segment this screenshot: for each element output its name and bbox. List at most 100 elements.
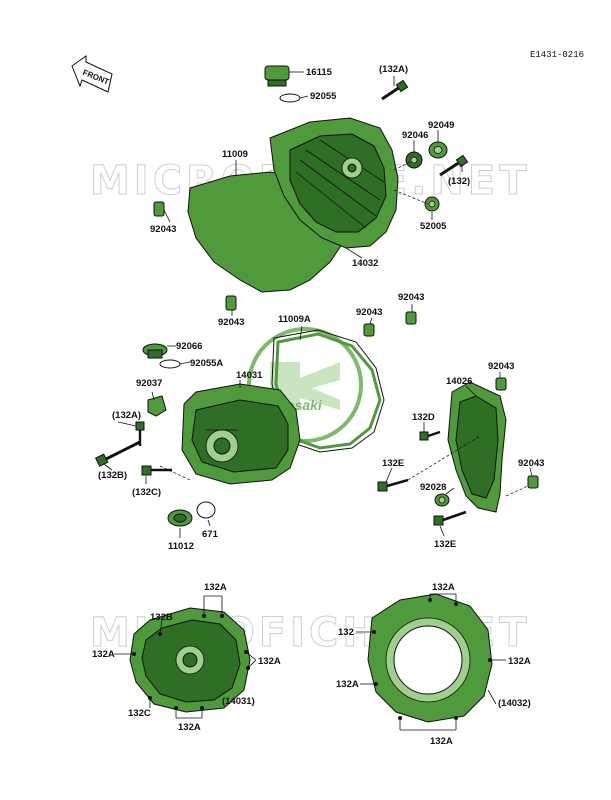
dowel-92043-a <box>153 201 165 217</box>
label-11009: 11009 <box>222 149 248 160</box>
bolt-chart-14031 <box>129 607 251 713</box>
guide-line <box>159 465 191 481</box>
plug-92066 <box>142 343 168 359</box>
label-132B: (132B) <box>98 470 127 481</box>
oil-filler-cap-16115 <box>264 65 290 87</box>
label-92028: 92028 <box>420 482 446 493</box>
bolt-132D <box>419 430 441 441</box>
o-ring-671 <box>196 501 216 519</box>
br-label-14032: (14032) <box>498 698 531 709</box>
bl-label-132A-bottom: 132A <box>178 722 201 733</box>
br-label-132A-bottom: 132A <box>430 736 453 747</box>
label-132D: 132D <box>412 412 435 423</box>
label-92049: 92049 <box>428 120 454 131</box>
bolt-chart-14032 <box>367 593 493 723</box>
br-label-132A-right: 132A <box>508 656 531 667</box>
label-14032: 14032 <box>352 258 378 269</box>
dowel-92043-c <box>363 323 375 337</box>
leader <box>345 247 363 259</box>
label-132: (132) <box>448 176 470 187</box>
label-92043-b: 92043 <box>218 317 244 328</box>
guide-line <box>393 189 429 205</box>
bl-label-14031: (14031) <box>222 696 255 707</box>
plug-11012 <box>167 509 193 527</box>
label-92055A: 92055A <box>190 358 223 369</box>
o-ring-92055 <box>279 93 301 103</box>
bolt-132E-b <box>433 510 467 526</box>
leader <box>439 525 445 537</box>
label-132C: (132C) <box>132 487 161 498</box>
label-92037: 92037 <box>136 378 162 389</box>
seal-52005 <box>424 196 440 212</box>
label-132E-a: 132E <box>382 458 404 469</box>
guide-92037 <box>147 395 167 417</box>
leader <box>445 487 455 495</box>
o-ring-92055A <box>159 359 181 369</box>
dowel-92043-e <box>495 377 507 391</box>
leader <box>151 391 155 401</box>
collar-92028 <box>434 493 450 507</box>
dowel-92043-f <box>527 475 539 489</box>
leader <box>465 385 477 397</box>
label-671: 671 <box>202 529 219 540</box>
cover-14026 <box>447 381 507 513</box>
label-92043-d: 92043 <box>356 307 382 318</box>
br-label-132A-left: 132A <box>336 679 359 690</box>
bl-label-132B: 132B <box>150 612 173 623</box>
guide-line <box>407 435 481 481</box>
bolt-132 <box>439 154 469 177</box>
guide-line <box>393 161 411 171</box>
bl-label-132C: 132C <box>128 708 151 719</box>
label-92055: 92055 <box>310 91 337 102</box>
leader <box>163 209 171 223</box>
label-14031: 14031 <box>236 370 263 381</box>
drawing-code: E1431-0216 <box>530 50 584 60</box>
br-label-132: 132 <box>338 627 354 638</box>
label-92043-c: 92043 <box>398 292 424 303</box>
label-132A-mid: (132A) <box>112 410 141 421</box>
dowel-92043-b <box>225 295 237 311</box>
dowel-92043-d <box>405 311 417 325</box>
front-direction-arrow: FRONT <box>71 55 113 93</box>
cover-14031 <box>181 383 301 485</box>
label-52005: 52005 <box>420 221 447 232</box>
leader <box>529 467 533 477</box>
leader <box>299 325 303 341</box>
label-92046: 92046 <box>402 130 428 141</box>
br-label-132A-top: 132A <box>432 582 455 593</box>
leader <box>207 519 211 527</box>
bl-label-132A-right: 132A <box>258 656 281 667</box>
bl-label-132A-left: 132A <box>92 649 115 660</box>
leader <box>103 463 113 471</box>
bolt-132B <box>94 440 141 467</box>
bushing-92046 <box>405 151 423 169</box>
label-132E-b: 132E <box>434 539 456 550</box>
leader <box>369 317 373 325</box>
label-11009A: 11009A <box>278 314 311 325</box>
leader <box>179 361 191 365</box>
bolt-132E-a <box>377 478 409 492</box>
leader <box>117 421 137 427</box>
cover-14032 <box>269 117 399 249</box>
oil-seal-92049 <box>428 141 448 159</box>
leader <box>385 467 393 483</box>
label-14026: 14026 <box>446 376 472 387</box>
bl-label-132A-top: 132A <box>204 582 227 593</box>
label-132A-top: (132A) <box>379 64 408 75</box>
label-92043-e: 92043 <box>488 361 514 372</box>
leader <box>247 659 257 669</box>
leader <box>299 95 309 99</box>
label-92043-f: 92043 <box>518 458 544 469</box>
leader <box>487 689 497 705</box>
leader <box>245 651 257 661</box>
label-92043-a: 92043 <box>150 224 176 235</box>
label-16115: 16115 <box>306 67 333 78</box>
leader <box>159 619 163 635</box>
guide-line <box>505 485 529 497</box>
label-92066: 92066 <box>176 341 202 352</box>
bolt-132C <box>141 465 172 476</box>
label-11012: 11012 <box>168 541 194 552</box>
bolt-132A-top <box>381 79 409 101</box>
